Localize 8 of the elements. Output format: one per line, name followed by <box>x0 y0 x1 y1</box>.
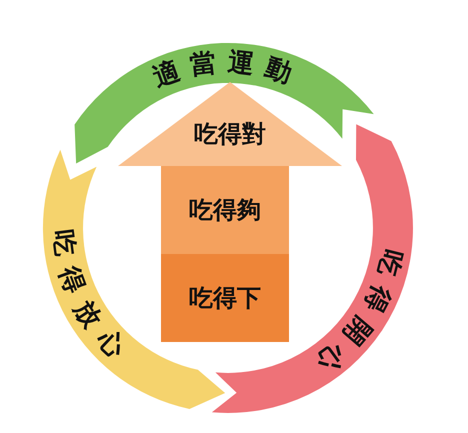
band-label: 適當運動 <box>149 47 307 94</box>
arrow-body-segment <box>161 166 289 254</box>
arrow-body-segment <box>161 254 289 342</box>
band-label: 吃得開心 <box>301 246 408 384</box>
node-label: 吃得下 <box>188 283 262 314</box>
band-label: 吃得放心 <box>47 228 140 372</box>
node-label: 吃得夠 <box>188 195 262 226</box>
node-label: 吃得對 <box>193 119 267 150</box>
